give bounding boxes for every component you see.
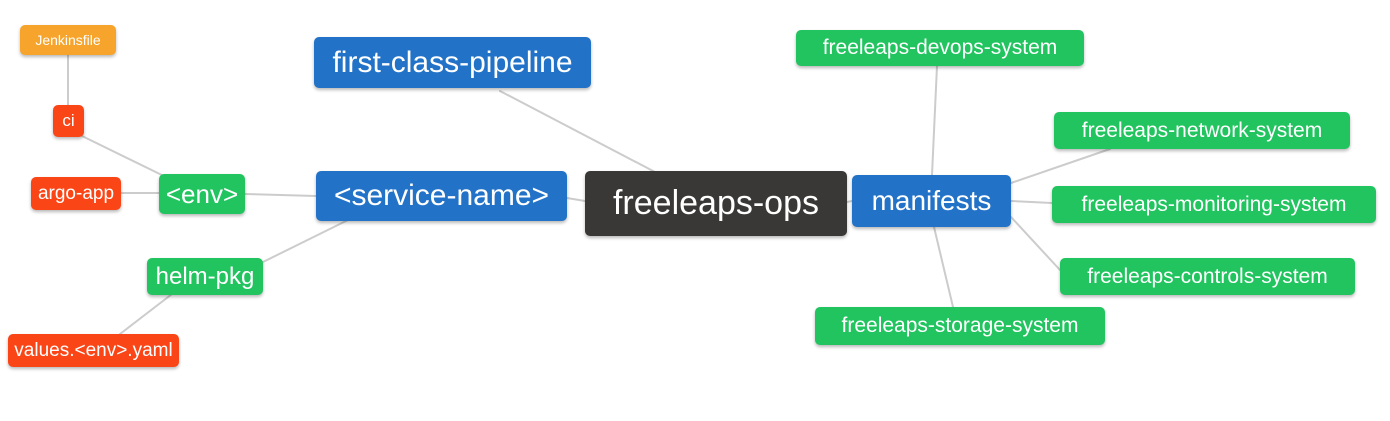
- edge-manifests-to-freeleaps-monitoring-system: [1010, 200, 1053, 204]
- mindmap-node-manifests[interactable]: manifests: [852, 175, 1011, 227]
- mindmap-node-service-name[interactable]: <service-name>: [316, 171, 567, 221]
- mindmap-node-jenkinsfile[interactable]: Jenkinsfile: [20, 25, 116, 55]
- edge-service-name-to-freeleaps-ops: [566, 197, 586, 202]
- mindmap-node-env[interactable]: <env>: [159, 174, 245, 214]
- mindmap-node-values-env-yaml[interactable]: values.<env>.yaml: [8, 334, 179, 367]
- edge-freeleaps-ops-to-manifests: [846, 200, 853, 203]
- edge-helm-pkg-to-service-name: [262, 219, 349, 263]
- edge-manifests-to-freeleaps-storage-system: [933, 226, 954, 308]
- edge-manifests-to-freeleaps-devops-system: [931, 65, 938, 176]
- edge-values-env-yaml-to-helm-pkg: [119, 293, 173, 335]
- mindmap-node-freeleaps-network-system[interactable]: freeleaps-network-system: [1054, 112, 1350, 149]
- mindmap-node-freeleaps-ops[interactable]: freeleaps-ops: [585, 171, 847, 236]
- edge-manifests-to-freeleaps-network-system: [1010, 148, 1111, 184]
- mindmap-node-freeleaps-monitoring-system[interactable]: freeleaps-monitoring-system: [1052, 186, 1376, 223]
- mindmap-node-first-class-pipeline[interactable]: first-class-pipeline: [314, 37, 591, 88]
- edge-ci-to-env: [79, 134, 169, 179]
- mindmap-node-freeleaps-controls-system[interactable]: freeleaps-controls-system: [1060, 258, 1355, 295]
- mindmap-node-helm-pkg[interactable]: helm-pkg: [147, 258, 263, 295]
- edge-env-to-service-name: [244, 193, 317, 197]
- mindmap-node-freeleaps-devops-system[interactable]: freeleaps-devops-system: [796, 30, 1084, 66]
- mindmap-node-ci[interactable]: ci: [53, 105, 84, 137]
- mindmap-node-argo-app[interactable]: argo-app: [31, 177, 121, 210]
- mindmap-node-freeleaps-storage-system[interactable]: freeleaps-storage-system: [815, 307, 1105, 345]
- edge-manifests-to-freeleaps-controls-system: [1010, 216, 1061, 271]
- edge-first-class-pipeline-to-freeleaps-ops: [499, 90, 656, 173]
